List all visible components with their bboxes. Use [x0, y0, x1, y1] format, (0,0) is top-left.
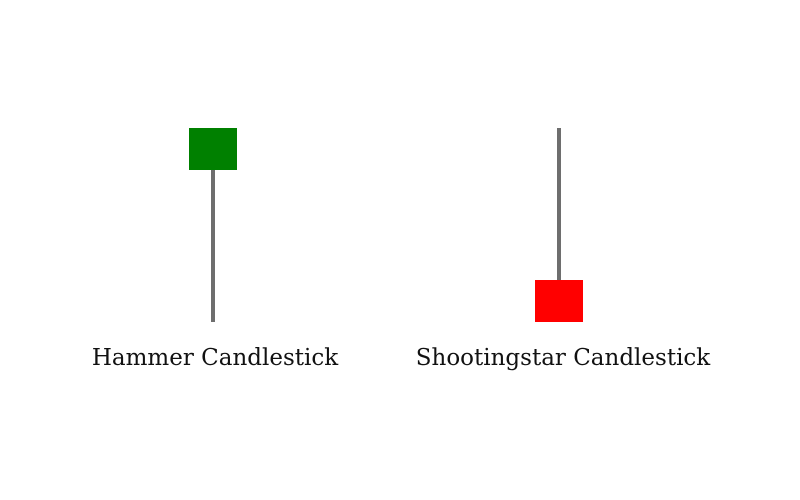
hammer-wick	[211, 168, 215, 322]
hammer-body	[189, 128, 237, 170]
shootingstar-caption: Shootingstar Candlestick	[415, 345, 711, 371]
hammer-caption: Hammer Candlestick	[91, 345, 339, 371]
shootingstar-body	[535, 280, 583, 322]
shootingstar-wick	[557, 128, 561, 282]
